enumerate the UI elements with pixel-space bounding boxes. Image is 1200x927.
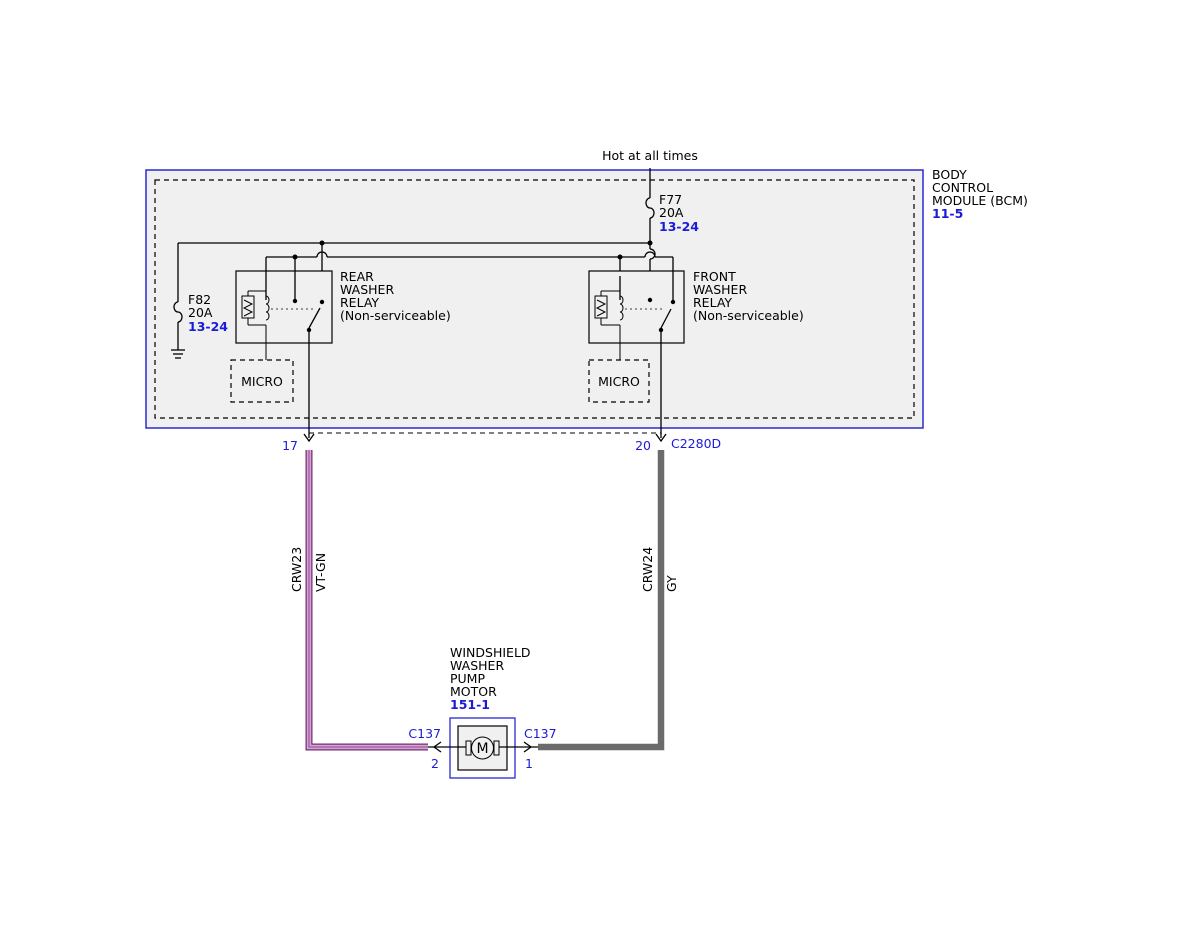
c137-pin-2-arrow [432, 741, 442, 753]
rear-micro-label: MICRO [241, 374, 283, 389]
fuse-f77-symbol [645, 197, 655, 219]
bcm-ref[interactable]: 11-5 [932, 206, 963, 221]
rear-relay-switch [308, 307, 321, 329]
rear-micro-box [230, 359, 294, 403]
fuse-f82-symbol [173, 301, 183, 323]
connector-pin-17-arrow [303, 433, 315, 443]
front-washer-relay[interactable] [588, 270, 685, 344]
c137-pin-1-arrow [523, 741, 533, 753]
front-relay-switch [660, 308, 672, 329]
fuse-f82-ref[interactable]: 13-24 [188, 319, 228, 334]
front-micro-box [588, 359, 650, 403]
connector-c137-right-label[interactable]: C137 [524, 726, 557, 741]
bcm-label: BODY CONTROL MODULE (BCM) [932, 167, 1028, 208]
fuse-f82-rating: 20A [188, 305, 213, 320]
front-relay-label: FRONT WASHER RELAY (Non-serviceable) [693, 269, 804, 323]
connector-c137-left-label[interactable]: C137 [408, 726, 441, 741]
wire-crw24-color: GY [664, 575, 679, 592]
wire-crw23[interactable] [305, 450, 428, 751]
front-relay-coil [619, 295, 624, 321]
rear-relay-label: REAR WASHER RELAY (Non-serviceable) [340, 269, 451, 323]
supply-label: Hot at all times [602, 148, 698, 163]
fuse-f77-id: F77 [659, 192, 682, 207]
connector-c2280d-label[interactable]: C2280D [671, 436, 721, 451]
front-micro-label: MICRO [598, 374, 640, 389]
wire-crw24[interactable] [538, 450, 665, 751]
bcm-inner-dashed-box [154, 179, 915, 419]
c137-pin-2-label: 2 [431, 756, 439, 771]
pin-17-label: 17 [282, 438, 298, 453]
wire-crw23-circuit: CRW23 [289, 547, 304, 592]
connector-pin-20-arrow [655, 433, 667, 443]
motor-label: WINDSHIELD WASHER PUMP MOTOR [450, 645, 535, 699]
pin-20-label: 20 [635, 438, 651, 453]
wire-crw24-circuit: CRW24 [640, 547, 655, 592]
rear-washer-relay[interactable] [235, 270, 333, 344]
fuse-f77-ref[interactable]: 13-24 [659, 219, 699, 234]
wire-crw23-color: VT-GN [313, 553, 328, 592]
motor-symbol: M [476, 741, 488, 757]
fuse-f77-rating: 20A [659, 205, 684, 220]
fuse-f82-id: F82 [188, 292, 211, 307]
rear-relay-coil [265, 295, 270, 321]
junction-dot [647, 240, 653, 246]
motor-ref[interactable]: 151-1 [450, 697, 490, 712]
c137-pin-1-label: 1 [525, 756, 533, 771]
